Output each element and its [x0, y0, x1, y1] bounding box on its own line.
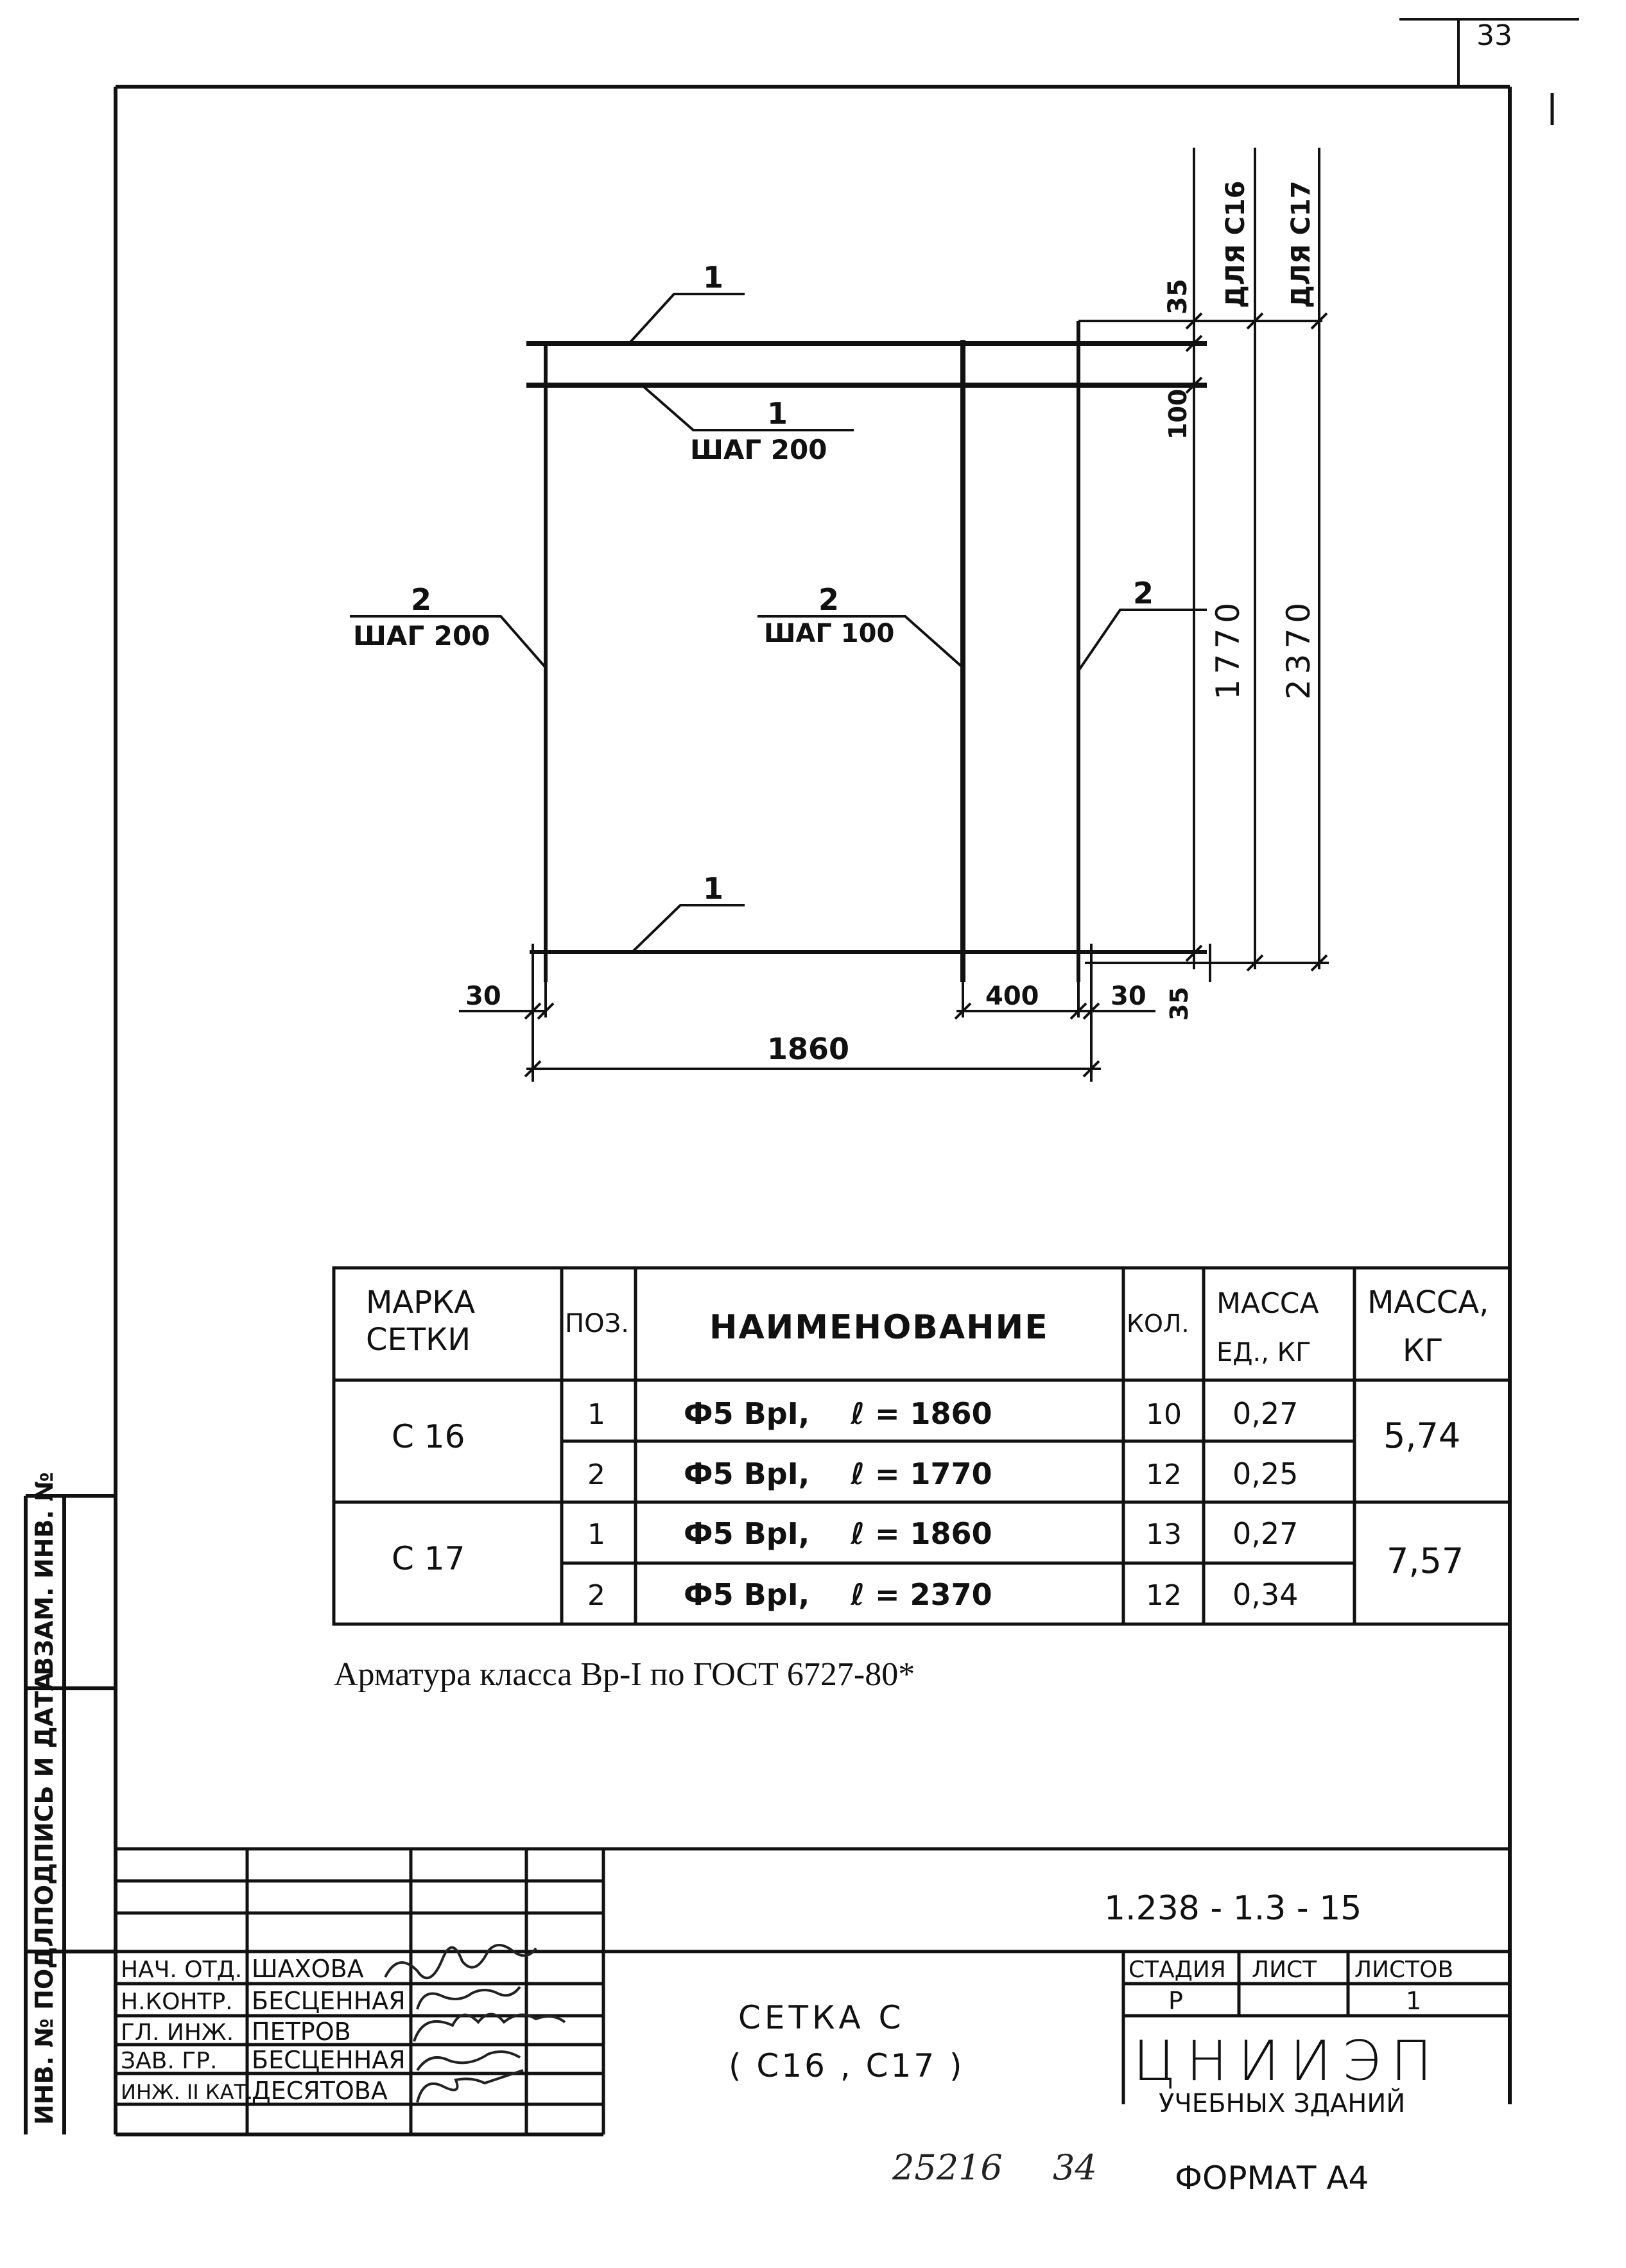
- document-code: 1.238 - 1.3 - 15: [1104, 1889, 1362, 1928]
- callout-pos2-left-step: ШАГ 200: [353, 620, 490, 652]
- callout-pos1-bottom: 1: [703, 871, 723, 906]
- title-line-1: СЕТКА С: [738, 1999, 905, 2036]
- org-name: ЦНИИЭП: [1133, 2029, 1442, 2093]
- row-unit-mass-c16-1: 0,27: [1232, 1396, 1298, 1431]
- row-qty-c17-2: 12: [1146, 1579, 1182, 1612]
- signature-2: [416, 1986, 521, 2010]
- row-name-c17-1: Ф5 ВрI, ℓ = 1860: [684, 1516, 992, 1551]
- archive-number: 25216: [892, 2147, 1003, 2188]
- person-role-4: ЗАВ. ГР.: [121, 2048, 217, 2074]
- row-name-c16-1: Ф5 ВрI, ℓ = 1860: [684, 1396, 992, 1431]
- table-note: Арматура класса Вр-I по ГОСТ 6727-80*: [334, 1656, 915, 1693]
- person-role-2: Н.КОНТР.: [121, 1989, 233, 2015]
- side-stamp: ИНВ. № ПОДЛ. ПОДПИСЬ И ДАТА ВЗАМ. ИНВ. №: [30, 1472, 58, 2125]
- spec-table: МАРКА СЕТКИ ПОЗ. НАИМЕНОВАНИЕ КОЛ. МАССА…: [332, 1266, 1512, 1626]
- person-name-4: БЕСЦЕННАЯ: [252, 2046, 406, 2074]
- dim-top-offset: 35: [1163, 279, 1193, 315]
- header-mark-line2: СЕТКИ: [366, 1322, 471, 1358]
- header-unit-mass: МАССА ЕД., КГ: [1216, 1287, 1328, 1367]
- header-qty: КОЛ.: [1127, 1310, 1189, 1338]
- row-total-mass-c16: 5,74: [1383, 1415, 1460, 1456]
- row-pos-c16-2: 2: [587, 1459, 605, 1491]
- row-unit-mass-c17-1: 0,27: [1232, 1516, 1298, 1551]
- dim-right-span: 400: [985, 982, 1039, 1011]
- sheet-label: ЛИСТ: [1252, 1957, 1317, 1983]
- dim-top-spacing: 100: [1164, 389, 1192, 440]
- sheets-value: 1: [1406, 1987, 1421, 2015]
- callout-pos2-right: 2: [1133, 576, 1154, 610]
- signature-4: [416, 2050, 521, 2072]
- row-name-c16-2: Ф5 ВрI, ℓ = 1770: [684, 1457, 992, 1491]
- row-qty-c16-1: 10: [1146, 1398, 1182, 1431]
- dim-label-c16: ДЛЯ С16: [1221, 180, 1250, 308]
- header-pos: ПОЗ.: [565, 1309, 629, 1338]
- dim-bottom-offset: 35: [1165, 987, 1193, 1021]
- archive-sheet: 34: [1053, 2147, 1097, 2188]
- row-qty-c16-2: 12: [1146, 1459, 1182, 1491]
- leader-lines: [350, 293, 1207, 953]
- side-stamp-replaces-inv: ВЗАМ. ИНВ. №: [30, 1472, 58, 1675]
- person-name-1: ШАХОВА: [252, 1955, 364, 1983]
- header-mark: МАРКА СЕТКИ: [366, 1285, 485, 1358]
- row-name-c17-2: Ф5 ВрI, ℓ = 2370: [684, 1577, 992, 1612]
- signatures: [384, 1944, 566, 2103]
- signature-3: [413, 2013, 566, 2042]
- dim-height-c16: 1770: [1209, 598, 1247, 700]
- row-pos-c16-1: 1: [587, 1398, 605, 1431]
- format-label: ФОРМАТ А4: [1175, 2160, 1369, 2197]
- dim-total-width: 1860: [767, 1032, 849, 1066]
- stage-value: Р: [1168, 1987, 1183, 2015]
- dimensions-bottom: [459, 944, 1155, 1082]
- dim-right-overhang: 30: [1111, 982, 1146, 1011]
- signature-rows: НАЧ. ОТД. ШАХОВА Н.КОНТР. БЕСЦЕННАЯ ГЛ. …: [121, 1955, 406, 2105]
- org-sub: УЧЕБНЫХ ЗДАНИЙ: [1159, 2088, 1405, 2118]
- row-total-mass-c17: 7,57: [1387, 1541, 1464, 1581]
- person-role-3: ГЛ. ИНЖ.: [121, 2020, 234, 2046]
- callout-pos2-middle-step: ШАГ 100: [764, 619, 894, 648]
- signature-1: [384, 1944, 537, 1980]
- header-mark-line1: МАРКА: [366, 1285, 475, 1320]
- sheets-label: ЛИСТОВ: [1354, 1957, 1453, 1983]
- person-role-1: НАЧ. ОТД.: [121, 1957, 242, 1983]
- dimensions-right: [1078, 148, 1329, 982]
- row-pos-c17-1: 1: [587, 1518, 605, 1551]
- person-name-3: ПЕТРОВ: [252, 2018, 351, 2046]
- mesh-bars: [526, 321, 1207, 982]
- dim-height-c17: 2370: [1280, 598, 1317, 700]
- header-name: НАИМЕНОВАНИЕ: [709, 1308, 1049, 1347]
- person-name-5: ДЕСЯТОВА: [252, 2077, 388, 2105]
- dim-label-c17: ДЛЯ С17: [1286, 180, 1316, 308]
- row-mark-c17: С 17: [392, 1540, 465, 1577]
- dim-left-overhang: 30: [465, 982, 501, 1011]
- dimension-labels-bottom: 30 400 30 35 1860: [465, 982, 1193, 1066]
- page-number: 33: [1476, 19, 1512, 52]
- signature-5: [416, 2069, 524, 2103]
- sheet-frame: [24, 85, 1512, 2136]
- callout-pos1-top: 1: [703, 260, 723, 295]
- header-mass: МАССА, КГ: [1367, 1285, 1499, 1369]
- row-mark-c16: С 16: [392, 1418, 465, 1455]
- callout-pos1-second-step: ШАГ 200: [690, 434, 827, 465]
- callout-pos1-second: 1: [767, 396, 788, 431]
- row-unit-mass-c16-2: 0,25: [1232, 1457, 1298, 1491]
- callout-pos2-middle: 2: [818, 582, 839, 617]
- row-unit-mass-c17-2: 0,34: [1232, 1577, 1298, 1612]
- title-block: [116, 1847, 1510, 2134]
- row-pos-c17-2: 2: [587, 1579, 605, 1612]
- stage-label: СТАДИЯ: [1129, 1957, 1226, 1983]
- side-stamp-inv-original: ИНВ. № ПОДЛ.: [30, 1917, 58, 2125]
- callout-pos2-left: 2: [411, 582, 431, 617]
- row-qty-c17-1: 13: [1146, 1518, 1182, 1551]
- person-role-5: ИНЖ. II КАТ.: [121, 2080, 253, 2104]
- title-line-2: ( С16 , С17 ): [729, 2047, 965, 2084]
- side-stamp-sign-date: ПОДПИСЬ И ДАТА: [30, 1672, 58, 1926]
- person-name-2: БЕСЦЕННАЯ: [252, 1987, 406, 2015]
- page-number-corner: 33: [1399, 18, 1579, 125]
- callouts: 1 1 ШАГ 200 1 2 ШАГ 200 2 ШАГ 100 2: [353, 260, 1154, 906]
- dimension-labels-right: 35 100 1770 2370 ДЛЯ С16 ДЛЯ С17: [1163, 180, 1317, 700]
